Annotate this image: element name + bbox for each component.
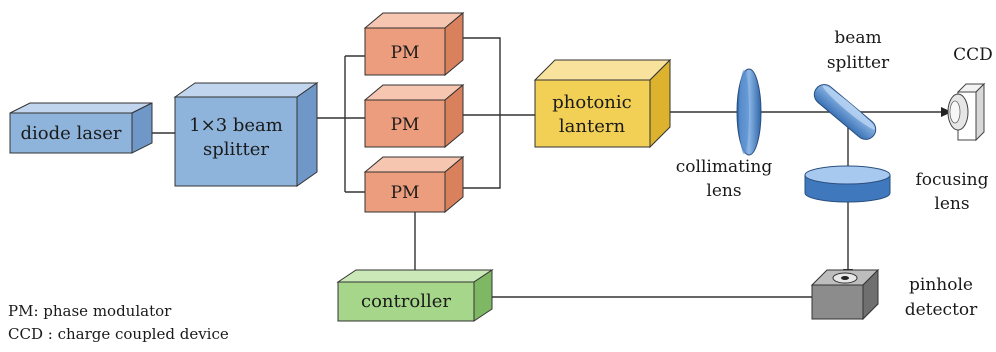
ccd-camera [947,82,986,142]
beam-splitter-label-line2: splitter [827,53,890,73]
photonic-lantern-label-line1: photonic [552,92,631,113]
beam-splitter-1x3-label-line1: 1×3 beam [189,115,283,136]
beam-splitter-1x3-label-line2: splitter [203,139,269,160]
pm-bottom-box: PM [363,155,465,214]
photonic-lantern-label-line2: lantern [559,116,626,137]
beam-arrow-to-ccd [941,107,952,117]
pm-top-label: PM [391,43,420,63]
pinhole-detector-label-line2: detector [905,300,978,320]
diode-laser-label: diode laser [21,123,122,144]
ccd-label: CCD [953,45,993,65]
legend-ccd: CCD : charge coupled device [8,325,229,343]
controller-box: controller [336,269,494,322]
collimating-lens-label-line2: lens [706,181,741,201]
pm-middle-box: PM [363,83,465,149]
line-pm-bottom-out [463,118,501,189]
controller-label: controller [361,291,451,312]
beam-splitter-label-line1: beam [834,28,881,48]
focusing-lens-label-line1: focusing [916,170,989,190]
collimating-lens-label-line1: collimating [676,157,773,177]
beam-splitter-1x3-box: 1×3 beam splitter [173,82,319,187]
pinhole-detector-label-line1: pinhole [909,275,973,295]
diode-laser-box: diode laser [9,102,153,154]
collimating-lens [736,68,762,156]
focusing-lens-label-line2: lens [934,194,969,214]
pm-middle-label: PM [391,115,420,135]
focusing-lens [804,165,891,203]
pinhole-detector [810,268,880,321]
pm-bottom-label: PM [391,183,420,203]
beam-splitter-plate [813,84,877,140]
legend-pm: PM: phase modulator [8,302,172,320]
pm-top-box: PM [363,11,465,77]
line-pm-top-out [463,37,501,118]
photonic-lantern-box: photonic lantern [533,58,672,149]
